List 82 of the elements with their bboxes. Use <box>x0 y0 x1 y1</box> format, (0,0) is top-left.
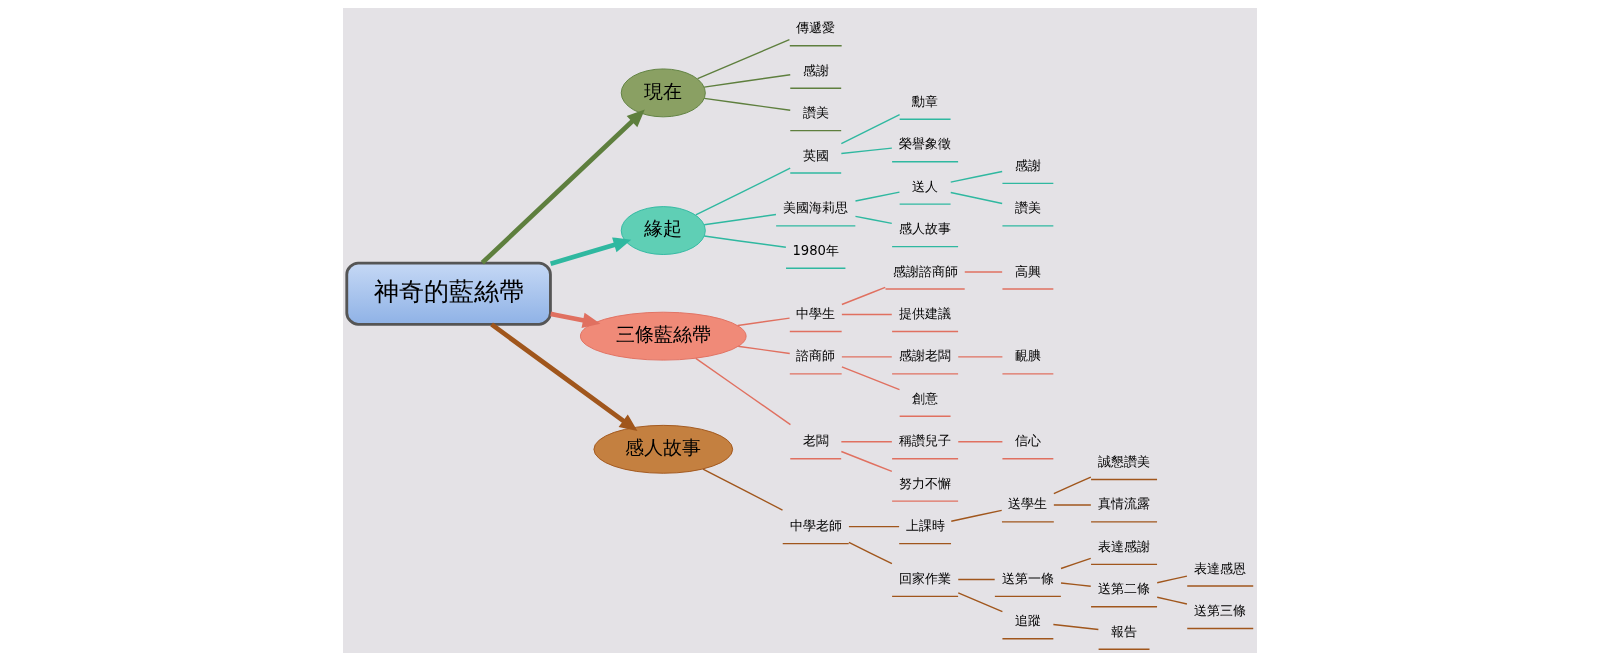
node-text: 讚美 <box>1014 200 1041 216</box>
connector <box>840 450 893 473</box>
node-text: 感謝諮商師 <box>892 263 958 279</box>
node-text: 送第三條 <box>1194 602 1247 618</box>
node-text: 追蹤 <box>1014 613 1041 629</box>
connector <box>848 525 900 528</box>
arrow <box>480 109 645 265</box>
node-text: 諮商師 <box>796 348 836 364</box>
node-text: 中學生 <box>796 305 836 321</box>
node-text: 創意 <box>912 390 939 406</box>
connector <box>841 356 893 358</box>
arrow <box>490 322 638 432</box>
connector <box>703 74 791 88</box>
connector <box>848 541 893 565</box>
connector <box>1053 504 1092 506</box>
node-text: 報告 <box>1111 623 1138 639</box>
node-text: 真情流露 <box>1098 496 1151 512</box>
node-text: 送第一條 <box>1001 570 1054 586</box>
node-text: 表達感謝 <box>1098 538 1151 554</box>
node-ellipse: 感人故事 <box>593 424 734 474</box>
connector <box>950 509 1003 522</box>
node-text: 1980年 <box>792 242 840 258</box>
node-text: 中學老師 <box>789 518 842 534</box>
connector <box>1052 623 1100 631</box>
connector <box>703 213 777 226</box>
connector <box>1156 575 1188 584</box>
connector <box>840 113 901 145</box>
connector <box>696 38 791 80</box>
connector <box>695 167 791 216</box>
node-ellipse: 緣起 <box>620 206 706 255</box>
node-ellipse: 現在 <box>620 68 706 118</box>
node-text: 感謝 <box>1014 157 1041 173</box>
connector <box>1060 557 1092 570</box>
connector <box>957 578 996 581</box>
node-text: 送人 <box>912 178 939 194</box>
connector <box>703 235 787 248</box>
connector <box>737 345 791 355</box>
node-text: 努力不懈 <box>899 475 952 491</box>
node-text: 高興 <box>1014 263 1041 279</box>
connector <box>1060 582 1092 587</box>
node-text: 感人故事 <box>899 221 952 237</box>
node-text: 傳遞愛 <box>796 20 836 36</box>
node-text: 送第二條 <box>1098 581 1151 597</box>
node-text: 美國海莉思 <box>783 200 849 216</box>
connector <box>695 357 792 426</box>
connector <box>950 170 1003 183</box>
node-text: 上課時 <box>905 518 945 534</box>
node-text: 提供建議 <box>899 305 952 321</box>
node-text: 感謝老闆 <box>899 348 952 364</box>
node-text: 榮譽象徵 <box>899 136 952 152</box>
node-text: 稱讚兒子 <box>899 433 952 449</box>
node-text: 靦腆 <box>1014 348 1041 364</box>
node-text: 送學生 <box>1008 496 1048 512</box>
connector <box>854 191 901 202</box>
connector <box>1053 476 1092 495</box>
node-text: 回家作業 <box>899 570 952 586</box>
connector <box>957 592 1004 613</box>
connector <box>1156 596 1188 605</box>
connector <box>840 147 893 155</box>
node-text: 信心 <box>1014 433 1041 449</box>
connector <box>957 441 1004 443</box>
node-box: 神奇的藍絲帶 <box>345 261 552 326</box>
node-text: 勳章 <box>912 93 939 109</box>
node-text: 老闆 <box>802 433 829 449</box>
connector <box>702 468 784 511</box>
connector <box>737 317 791 327</box>
node-text: 讚美 <box>802 105 829 121</box>
connector <box>840 441 893 443</box>
connector <box>957 356 1004 358</box>
connector <box>703 97 791 111</box>
node-text: 感謝 <box>802 62 829 78</box>
connector <box>841 366 901 391</box>
node-text: 英國 <box>802 147 829 163</box>
connector <box>950 191 1003 205</box>
node-text: 誠懇讚美 <box>1098 453 1151 469</box>
connector <box>841 286 886 306</box>
connector <box>964 271 1003 273</box>
arrow <box>549 237 632 266</box>
connector <box>841 313 893 316</box>
node-text: 表達感恩 <box>1194 560 1247 576</box>
arrow <box>550 311 601 328</box>
connector <box>854 215 893 225</box>
